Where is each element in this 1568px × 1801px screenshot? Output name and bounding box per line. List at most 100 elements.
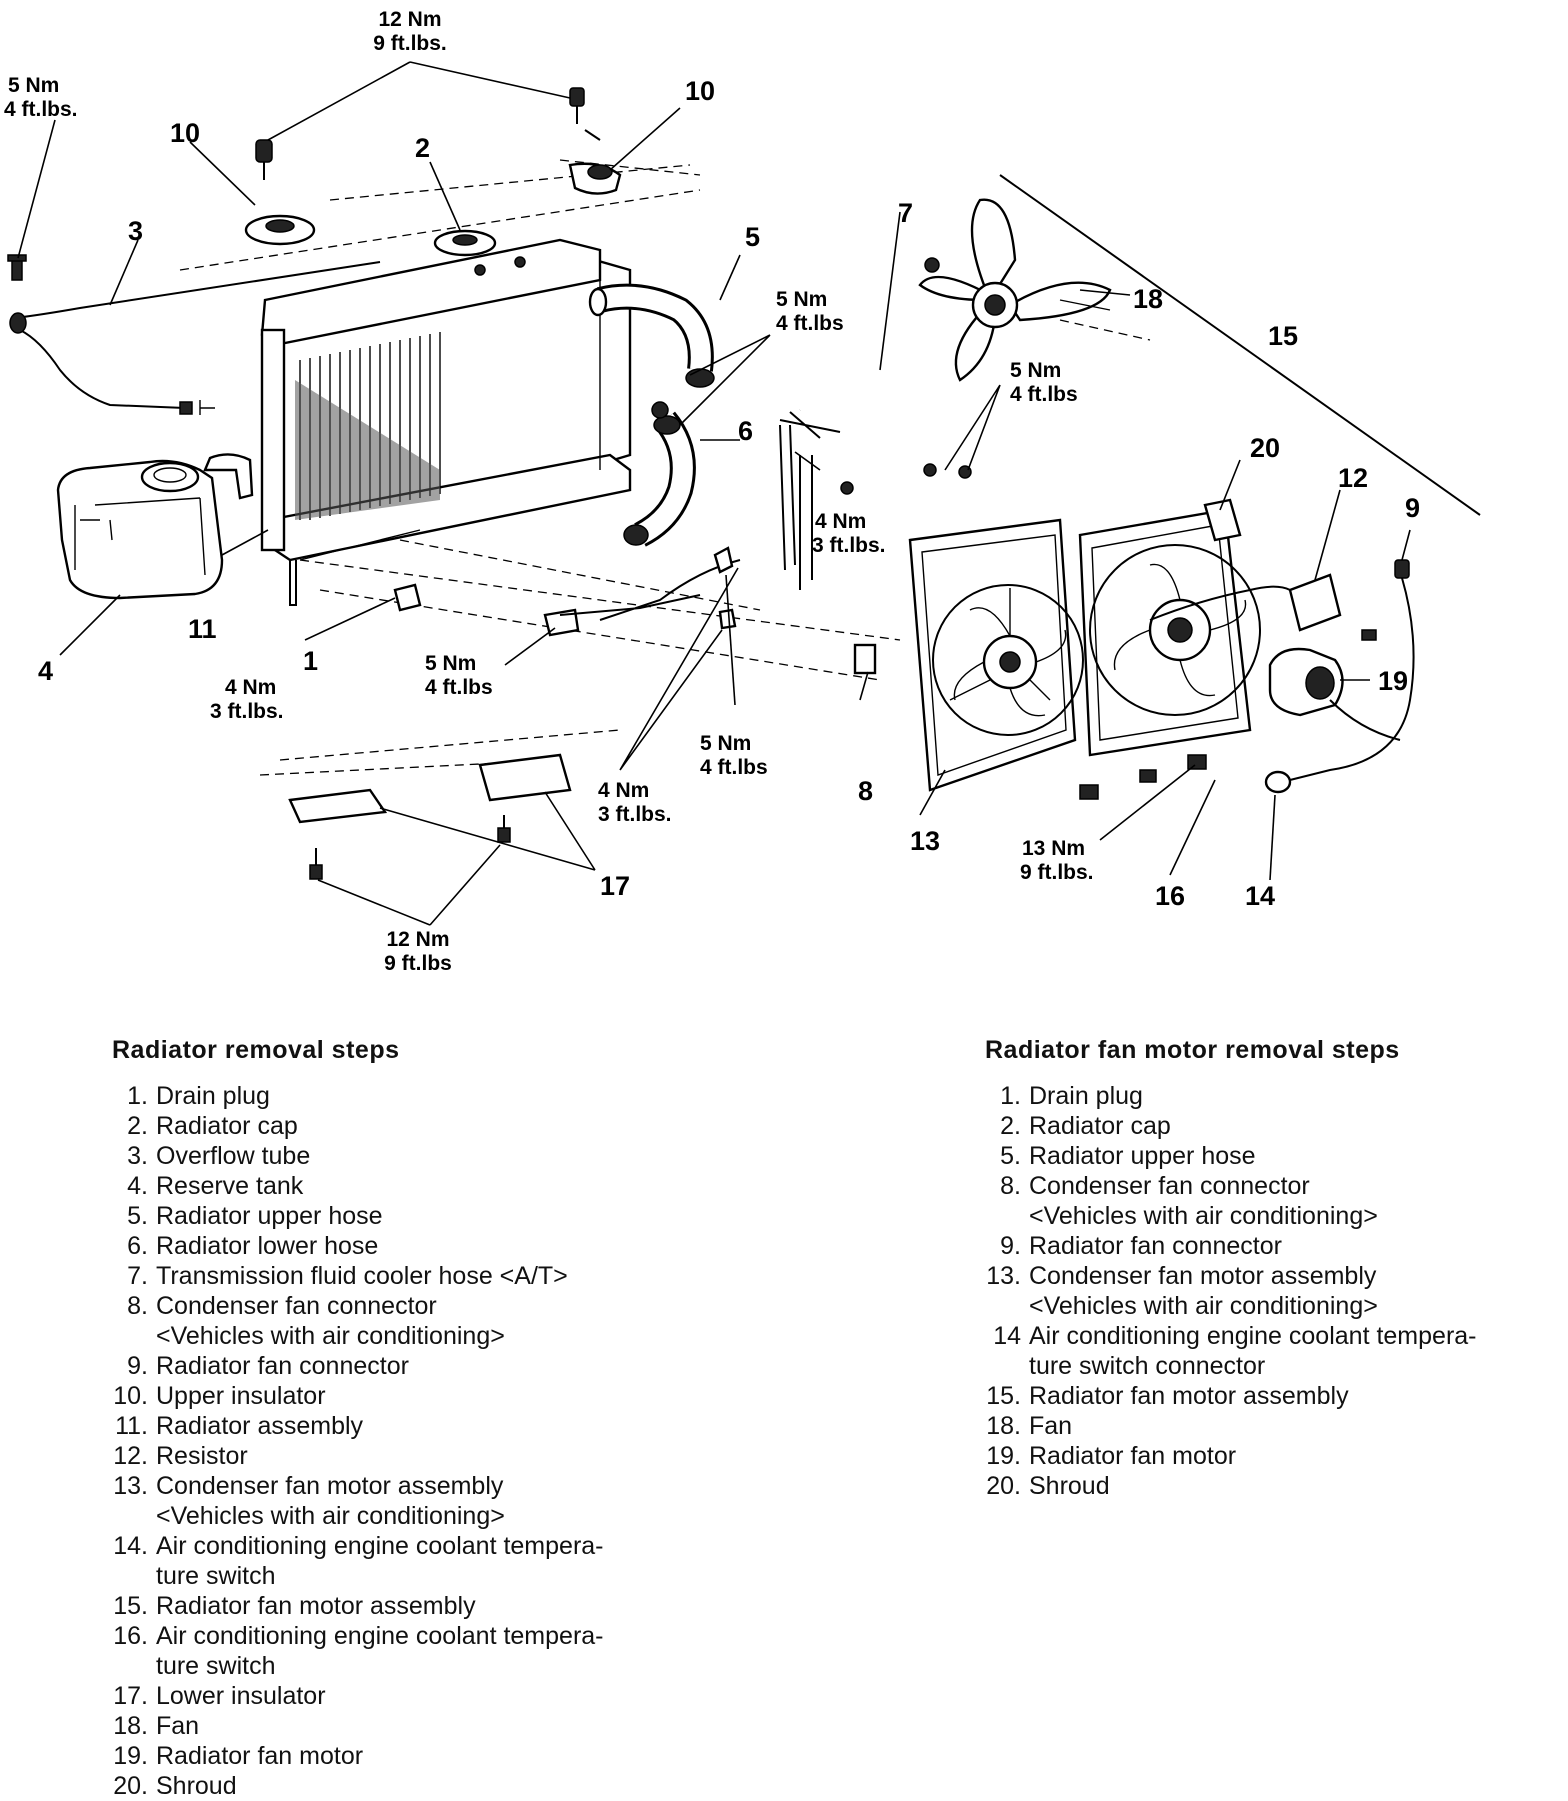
step-text: Reserve tank (156, 1172, 304, 1200)
step-number: 13. (113, 1472, 148, 1500)
step-number: 20. (113, 1772, 148, 1800)
list-item: 13.Condenser fan motor assembly<Vehicles… (985, 1261, 1568, 1321)
list-item: 7.Transmission fluid cooler hose <A/T> (112, 1261, 732, 1291)
step-number: 5. (127, 1202, 148, 1230)
exploded-parts-diagram: 12 Nm9 ft.lbs. 5 Nm4 ft.lbs. 5 Nm4 ft.lb… (4, 8, 1481, 975)
step-text: Air conditioning engine coolant tempera- (156, 1622, 604, 1650)
fan-motor-removal-steps: Radiator fan motor removal steps 1.Drain… (985, 1035, 1568, 1501)
step-text: Drain plug (156, 1082, 270, 1110)
step-text: Transmission fluid cooler hose <A/T> (156, 1262, 568, 1290)
list-item: 19. Radiator fan motor (112, 1741, 732, 1771)
step-text: Radiator fan motor (1029, 1442, 1237, 1470)
step-text: <Vehicles with air conditioning> (156, 1322, 505, 1350)
list-item: 12.Resistor (112, 1441, 732, 1471)
list-item: 11. Radiator assembly (112, 1411, 732, 1441)
callout-16: 16 (1155, 881, 1185, 911)
step-text: Radiator fan motor assembly (156, 1592, 476, 1620)
step-number: 13. (986, 1262, 1021, 1290)
step-number: 1. (127, 1082, 148, 1110)
list-item: 2. Radiator cap (112, 1111, 732, 1141)
step-text: Radiator cap (156, 1112, 298, 1140)
list-item: 17.Lower insulator (112, 1681, 732, 1711)
step-text: Radiator assembly (156, 1412, 364, 1440)
condenser-fan-shroud-drawing (908, 518, 1084, 792)
radiator-removal-steps: Radiator removal steps 1. Drain plug 2. Rad… (112, 1035, 732, 1801)
overflow-tube-drawing (7, 254, 381, 415)
list-item: 14.Air conditioning engine coolant tempe… (112, 1531, 732, 1591)
step-number: 19. (113, 1742, 148, 1770)
step-text: Radiator fan motor (156, 1742, 364, 1770)
step-text: Radiator fan motor assembly (1029, 1382, 1349, 1410)
list-item: 3.Overflow tube (112, 1141, 732, 1171)
list-item: 4.Reserve tank (112, 1171, 732, 1201)
drain-plug-and-brackets-drawing (393, 401, 972, 637)
radiator-assembly-drawing (260, 238, 632, 606)
step-text: Air conditioning engine coolant tempera- (1029, 1322, 1477, 1350)
list-item: 19.Radiator fan motor (985, 1441, 1568, 1471)
list-item: 8.Condenser fan connector<Vehicles with … (985, 1171, 1568, 1231)
step-text: Radiator cap (1029, 1112, 1171, 1140)
callout-12: 12 (1338, 463, 1368, 493)
callout-2: 2 (415, 133, 430, 163)
step-text: Fan (156, 1712, 200, 1740)
step-number: 10. (113, 1382, 148, 1410)
fan-motor-removal-title: Radiator fan motor removal steps (985, 1036, 1400, 1064)
list-item: 1. Drain plug (112, 1081, 732, 1111)
step-number: 8. (127, 1292, 148, 1320)
step-text: <Vehicles with air conditioning> (1029, 1202, 1378, 1230)
step-number: 9. (1000, 1232, 1021, 1260)
callout-17: 17 (600, 871, 630, 901)
step-text: Upper insulator (156, 1382, 326, 1410)
step-number: 15. (113, 1592, 148, 1620)
list-item: 20.Shroud (985, 1471, 1568, 1501)
cooler-hose-drawing (599, 355, 960, 621)
callout-14: 14 (1245, 881, 1275, 911)
step-text: Radiator fan connector (1029, 1232, 1282, 1260)
step-number: 2. (127, 1112, 148, 1140)
step-number: 14. (113, 1532, 148, 1560)
list-item: 20. Shroud (112, 1771, 732, 1801)
callout-9: 9 (1405, 493, 1420, 523)
radiator-fan-assembly-drawing (1078, 498, 1301, 757)
step-text: Fan (1029, 1412, 1073, 1440)
step-text: ture switch (156, 1652, 276, 1680)
step-text: Radiator fan connector (156, 1352, 409, 1380)
step-text: Shroud (156, 1772, 237, 1800)
callout-11: 11 (188, 614, 217, 644)
callout-4: 4 (38, 656, 53, 686)
part-callouts: 10 10 2 3 5 7 18 15 6 20 12 9 11 1 4 19 … (38, 76, 1420, 911)
callout-18: 18 (1133, 284, 1163, 314)
list-item: 5. Radiator upper hose (112, 1201, 732, 1231)
step-number: 18. (113, 1712, 148, 1740)
list-item: 15. Radiator fan motor assembly (985, 1381, 1568, 1411)
step-number: 16. (113, 1622, 148, 1650)
callout-10-right: 10 (685, 76, 715, 106)
step-number: 15. (986, 1382, 1021, 1410)
step-text: <Vehicles with air conditioning> (1029, 1292, 1378, 1320)
step-text: Radiator lower hose (156, 1232, 379, 1260)
callout-7: 7 (898, 198, 913, 228)
callout-3: 3 (128, 216, 143, 246)
list-item: 18.Fan (985, 1411, 1568, 1441)
step-number: 6. (127, 1232, 148, 1260)
list-item: 9.Radiator fan connector (112, 1351, 732, 1381)
step-number: 11. (115, 1412, 148, 1440)
list-item: 10. Upper insulator (112, 1381, 732, 1411)
radiator-removal-title: Radiator removal steps (112, 1036, 400, 1064)
step-number: 8. (1000, 1172, 1021, 1200)
list-item: 2.Radiator cap (985, 1111, 1568, 1141)
callout-13: 13 (910, 826, 940, 856)
step-number: 20. (986, 1472, 1021, 1500)
step-text: Radiator upper hose (156, 1202, 383, 1230)
